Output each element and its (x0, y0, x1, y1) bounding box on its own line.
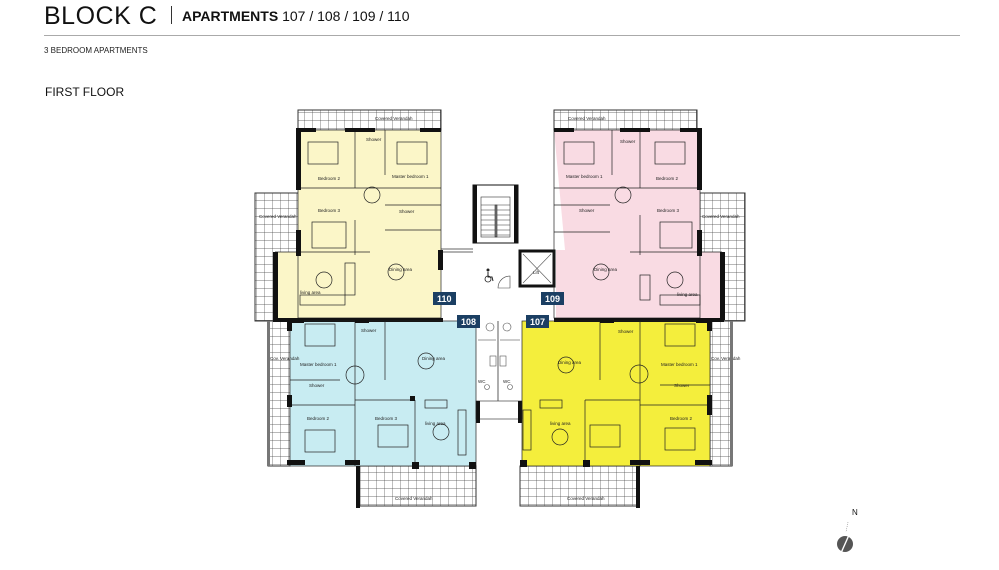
svg-text:Shower: Shower (399, 209, 415, 214)
verandah-107-right (709, 320, 733, 467)
subtitle-prefix: APARTMENTS (182, 8, 279, 24)
apartment-109-walls (554, 128, 725, 322)
svg-text:Master bedroom 1: Master bedroom 1 (300, 362, 337, 367)
verandah-108-left (267, 320, 291, 467)
svg-text:Bedroom 2: Bedroom 2 (307, 416, 330, 421)
svg-text:Shower: Shower (366, 137, 382, 142)
svg-text:Master bedroom 1: Master bedroom 1 (392, 174, 429, 179)
svg-text:Covered Verandah: Covered Verandah (702, 214, 740, 219)
north-label: N (852, 508, 858, 517)
apartment-109-tag[interactable]: 109 (541, 292, 564, 305)
title-separator (171, 6, 172, 24)
apartment-110-area (275, 130, 441, 318)
svg-text:Covered Verandah: Covered Verandah (568, 116, 606, 121)
subtitle-numbers: 107 / 108 / 109 / 110 (282, 8, 410, 24)
svg-text:Cov. Verandah: Cov. Verandah (711, 356, 741, 361)
svg-text:Shower: Shower (309, 383, 325, 388)
apartment-110-tag[interactable]: 110 (433, 292, 456, 305)
svg-text:Bedroom 3: Bedroom 3 (375, 416, 398, 421)
header-divider (44, 35, 960, 36)
svg-text:Dining area: Dining area (422, 356, 446, 361)
apartment-108 (289, 320, 477, 467)
floor-label: FIRST FLOOR (45, 85, 125, 99)
svg-text:110: 110 (437, 294, 452, 304)
svg-text:109: 109 (545, 294, 560, 304)
apartment-107-area (522, 321, 710, 466)
svg-text:living area: living area (300, 290, 321, 295)
apartment-107-labels: Dining area Shower Master bedroom 1 Show… (550, 329, 741, 501)
wheelchair-icon (484, 268, 494, 283)
stairs-icon (480, 196, 511, 238)
apartment-107-tag[interactable]: 107 (526, 315, 549, 328)
svg-text:Bedroom 2: Bedroom 2 (670, 416, 693, 421)
page-title: BLOCK C (44, 2, 158, 30)
core: Lift WC WC (441, 184, 556, 423)
apartment-107 (521, 320, 711, 467)
svg-text:Shower: Shower (618, 329, 634, 334)
apartment-type: 3 BEDROOM APARTMENTS (44, 46, 148, 55)
svg-text:107: 107 (530, 317, 545, 327)
svg-text:Shower: Shower (361, 328, 377, 333)
apartment-108-walls (287, 319, 476, 469)
svg-text:Bedroom 2: Bedroom 2 (318, 176, 341, 181)
svg-text:108: 108 (461, 317, 476, 327)
svg-text:living area: living area (677, 292, 698, 297)
apartment-109-area (554, 130, 722, 318)
svg-text:living area: living area (425, 421, 446, 426)
svg-text:Covered Verandah: Covered Verandah (395, 496, 433, 501)
svg-text:Bedroom 3: Bedroom 3 (657, 208, 680, 213)
svg-text:Covered Verandah: Covered Verandah (567, 496, 605, 501)
verandah-110-top (297, 109, 442, 131)
lift-label: Lift (533, 270, 540, 275)
svg-text:Dining area: Dining area (594, 267, 618, 272)
svg-text:living area: living area (550, 421, 571, 426)
svg-text:Shower: Shower (620, 139, 636, 144)
svg-text:Dining area: Dining area (389, 267, 413, 272)
svg-text:Shower: Shower (674, 383, 690, 388)
svg-text:Covered Verandah: Covered Verandah (259, 214, 297, 219)
svg-text:Bedroom 3: Bedroom 3 (318, 208, 341, 213)
svg-text:Master bedroom 1: Master bedroom 1 (661, 362, 698, 367)
apartment-108-labels: Master bedroom 1 Shower Shower Bedroom 2… (270, 328, 446, 501)
apartment-107-walls (520, 319, 712, 467)
svg-text:Shower: Shower (579, 208, 595, 213)
apartment-110-labels: Bedroom 2 Master bedroom 1 Shower Bedroo… (259, 116, 429, 295)
north-arrow-icon (837, 521, 853, 554)
svg-text:Master bedroom 1: Master bedroom 1 (566, 174, 603, 179)
svg-text:Dining area: Dining area (558, 360, 582, 365)
apartment-108-tag[interactable]: 108 (457, 315, 480, 328)
svg-text:Covered Verandah: Covered Verandah (375, 116, 413, 121)
svg-text:Bedroom 2: Bedroom 2 (656, 176, 679, 181)
page-subtitle: APARTMENTS 107 / 108 / 109 / 110 (182, 8, 409, 24)
wc-right-label: WC (503, 379, 511, 384)
apartment-108-area (290, 321, 476, 466)
wc-left-label: WC (478, 379, 486, 384)
svg-text:Cov. Verandah: Cov. Verandah (270, 356, 300, 361)
apartment-109-labels: Master bedroom 1 Shower Bedroom 2 Shower… (566, 116, 740, 297)
